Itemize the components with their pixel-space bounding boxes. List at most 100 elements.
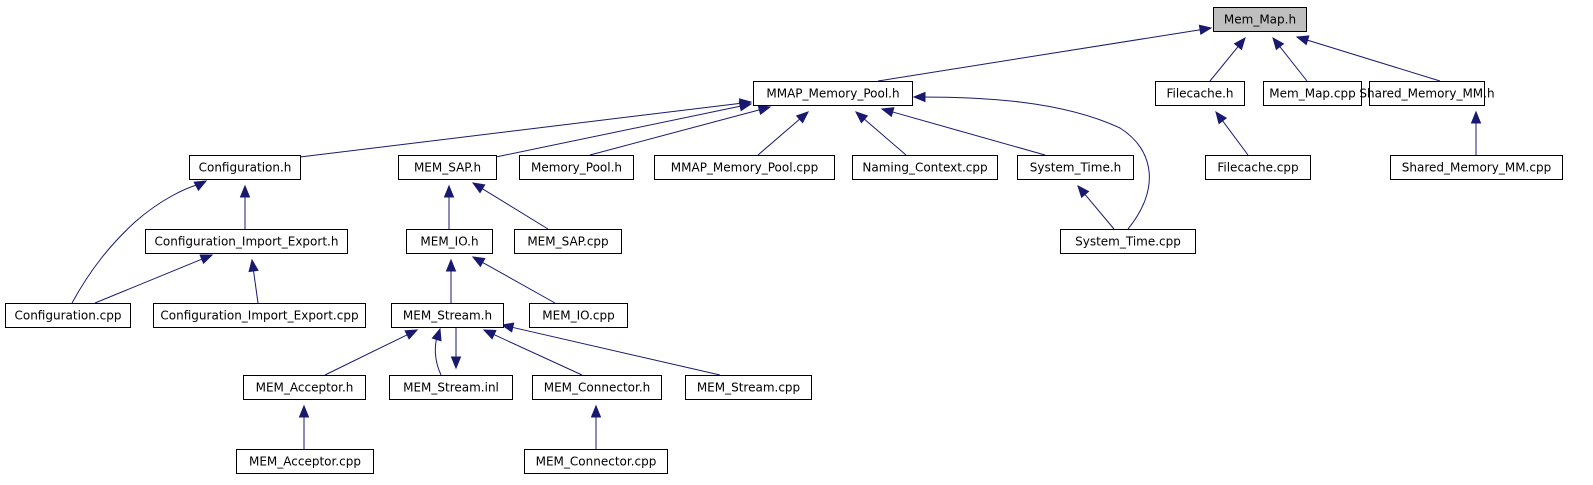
node-label: MEM_Acceptor.h — [256, 381, 354, 395]
edge-configuration-cpp-to-configuration-import-export-h — [94, 254, 214, 304]
node-box — [852, 155, 998, 180]
edge-mmap-memory-pool-cpp-to-mmap-memory-pool-h — [757, 111, 810, 156]
node-mem-acceptor-h[interactable]: MEM_Acceptor.h — [243, 375, 366, 400]
edge-mmap-memory-pool-h-to-mem-map-h — [877, 24, 1213, 82]
arrowhead — [912, 91, 926, 103]
node-box — [753, 81, 913, 106]
edge-line — [917, 96, 1150, 230]
node-naming-context-cpp[interactable]: Naming_Context.cpp — [852, 155, 998, 180]
node-box — [398, 155, 497, 180]
node-label: MEM_Stream.h — [403, 309, 492, 323]
edge-mem-stream-inl-to-mem-stream-h — [431, 327, 442, 376]
node-label: Mem_Map.h — [1224, 13, 1296, 27]
node-box — [153, 303, 366, 328]
arrowhead — [1198, 24, 1213, 36]
edge-line — [299, 102, 742, 158]
edge-mem-stream-h-to-mem-stream-inl — [450, 327, 462, 370]
arrowhead — [500, 322, 515, 333]
edge-line — [511, 326, 721, 376]
node-mem-io-h[interactable]: MEM_IO.h — [406, 229, 493, 254]
arrowhead — [1215, 110, 1228, 125]
node-box — [243, 375, 366, 400]
node-filecache-h[interactable]: Filecache.h — [1155, 81, 1245, 106]
edge-system-time-h-to-mmap-memory-pool-h — [880, 107, 1046, 156]
node-box — [529, 303, 628, 328]
node-configuration-cpp[interactable]: Configuration.cpp — [5, 303, 131, 328]
arrowhead — [1233, 36, 1246, 51]
edge-mem-io-h-to-mem-sap-h — [443, 184, 455, 229]
node-mem-stream-inl[interactable]: MEM_Stream.inl — [389, 375, 513, 400]
node-label: Shared_Memory_MM.cpp — [1402, 161, 1551, 175]
node-system-time-h[interactable]: System_Time.h — [1017, 155, 1134, 180]
node-label: Naming_Context.cpp — [862, 161, 987, 175]
edge-mem-connector-h-to-mem-stream-h — [482, 329, 583, 376]
node-mem-stream-h[interactable]: MEM_Stream.h — [391, 303, 504, 328]
node-shared-memory-mm-h[interactable]: Shared_Memory_MM.h — [1359, 81, 1495, 106]
arrowhead — [1077, 184, 1090, 199]
arrowhead — [757, 104, 772, 116]
node-mem-io-cpp[interactable]: MEM_IO.cpp — [529, 303, 628, 328]
node-mem-connector-h[interactable]: MEM_Connector.h — [532, 375, 662, 400]
arrowhead — [298, 404, 310, 418]
node-mem-sap-h[interactable]: MEM_SAP.h — [398, 155, 497, 180]
node-box — [1205, 155, 1311, 180]
arrowhead — [404, 329, 419, 340]
node-label: MEM_Stream.inl — [403, 381, 499, 395]
edge-mem-acceptor-cpp-to-mem-acceptor-h — [298, 404, 310, 449]
edge-configuration-h-to-mmap-memory-pool-h — [299, 98, 753, 158]
edge-configuration-cpp-to-configuration-h — [71, 180, 208, 304]
arrowhead — [854, 111, 869, 124]
node-mmap-memory-pool-cpp[interactable]: MMAP_Memory_Pool.cpp — [654, 155, 835, 180]
node-mem-connector-cpp[interactable]: MEM_Connector.cpp — [524, 449, 668, 474]
edge-line — [94, 258, 203, 304]
arrowhead — [443, 184, 455, 198]
edge-line — [1221, 119, 1249, 156]
arrowhead — [1272, 36, 1285, 51]
node-mmap-memory-pool-h[interactable]: MMAP_Memory_Pool.h — [753, 81, 913, 106]
node-label: Memory_Pool.h — [531, 161, 622, 175]
edge-filecache-h-to-mem-map-h — [1209, 36, 1246, 82]
node-label: Filecache.cpp — [1217, 161, 1298, 175]
node-system-time-cpp[interactable]: System_Time.cpp — [1060, 229, 1196, 254]
edge-filecache-cpp-to-filecache-h — [1215, 110, 1249, 156]
node-configuration-h[interactable]: Configuration.h — [189, 155, 301, 180]
node-box — [145, 229, 348, 254]
node-mem-stream-cpp[interactable]: MEM_Stream.cpp — [685, 375, 812, 400]
node-mem-sap-cpp[interactable]: MEM_SAP.cpp — [514, 229, 622, 254]
node-memory-pool-h[interactable]: Memory_Pool.h — [519, 155, 634, 180]
edge-naming-context-cpp-to-mmap-memory-pool-h — [854, 111, 907, 156]
edge-line — [877, 29, 1202, 82]
node-box — [5, 303, 131, 328]
node-configuration-import-export-cpp[interactable]: Configuration_Import_Export.cpp — [153, 303, 366, 328]
node-label: MEM_Acceptor.cpp — [249, 455, 361, 469]
node-label: Mem_Map.cpp — [1269, 87, 1355, 101]
node-box — [391, 303, 504, 328]
edge-line — [589, 109, 761, 156]
node-label: MMAP_Memory_Pool.cpp — [671, 161, 818, 175]
node-filecache-cpp[interactable]: Filecache.cpp — [1205, 155, 1311, 180]
edge-line — [71, 183, 201, 304]
node-label: Shared_Memory_MM.h — [1359, 87, 1494, 101]
arrowhead — [1295, 35, 1310, 46]
node-configuration-import-export-h[interactable]: Configuration_Import_Export.h — [145, 229, 348, 254]
node-label: Filecache.h — [1166, 87, 1233, 101]
arrowhead — [880, 107, 895, 118]
node-mem-map-cpp[interactable]: Mem_Map.cpp — [1263, 81, 1362, 106]
edge-system-time-cpp-to-mmap-memory-pool-h — [912, 91, 1150, 230]
node-box — [685, 375, 812, 400]
node-box — [1213, 7, 1307, 32]
node-label: Configuration_Import_Export.cpp — [160, 309, 358, 323]
node-mem-map-h[interactable]: Mem_Map.h — [1213, 7, 1307, 32]
edge-line — [1084, 193, 1115, 230]
edge-line — [324, 333, 409, 376]
node-shared-memory-mm-cpp[interactable]: Shared_Memory_MM.cpp — [1390, 155, 1563, 180]
arrowhead — [445, 258, 457, 272]
arrowhead — [482, 329, 497, 340]
edge-shared-memory-mm-h-to-mem-map-h — [1295, 35, 1441, 82]
node-label: MMAP_Memory_Pool.h — [766, 87, 899, 101]
node-box — [654, 155, 835, 180]
node-box — [532, 375, 662, 400]
node-box — [236, 449, 374, 474]
edge-mem-sap-cpp-to-mem-sap-h — [471, 182, 549, 230]
node-mem-acceptor-cpp[interactable]: MEM_Acceptor.cpp — [236, 449, 374, 474]
